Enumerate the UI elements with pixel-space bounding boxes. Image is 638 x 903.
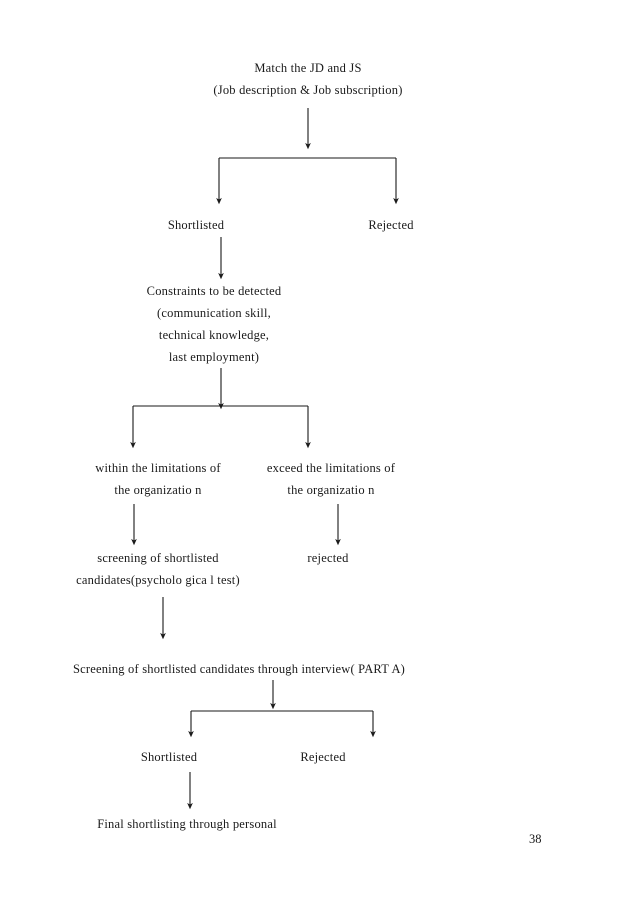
flow-node-line: Match the JD and JS	[254, 61, 362, 75]
flow-node-line: screening of shortlisted	[97, 551, 219, 565]
flow-node-line: candidates(psycholo gica l test)	[76, 573, 240, 587]
flow-node-shortlisted-2: Shortlisted	[141, 746, 197, 768]
flow-node-line: Final shortlisting through personal	[97, 817, 277, 831]
flow-node-final-shortlisting: Final shortlisting through personal	[97, 813, 277, 835]
flow-node-match: Match the JD and JS (Job description & Jo…	[213, 57, 402, 101]
flow-node-constraints: Constraints to be detected (communication…	[147, 280, 282, 368]
flow-node-line: (communication skill,	[157, 306, 271, 320]
flow-node-line: last employment)	[168, 350, 260, 364]
flow-node-line: Shortlisted	[140, 750, 198, 764]
flow-node-line: rejected	[307, 551, 349, 565]
flow-node-line: Rejected	[368, 218, 414, 232]
flow-node-line: within the limitations of	[95, 461, 221, 475]
flow-node-line: Screening of shortlisted candidates thro…	[72, 662, 406, 676]
flow-node-line: Constraints to be detected	[146, 284, 282, 298]
flow-node-rejected-2: rejected	[307, 547, 348, 569]
flow-node-screening-psych: screening of shortlisted candidates(psych…	[76, 547, 240, 591]
page-number: 38	[529, 832, 542, 846]
flow-node-line: exceed the limitations of	[266, 461, 396, 475]
flow-node-shortlisted-1: Shortlisted	[168, 214, 224, 236]
flow-node-within-limits: within the limitations of the organizatio…	[95, 457, 220, 501]
flow-node-line: technical knowledge,	[158, 328, 270, 342]
flow-node-line: (Job description & Job subscription)	[213, 83, 403, 97]
flow-node-interview-part-a: Screening of shortlisted candidates thro…	[73, 658, 405, 680]
flow-node-rejected-3: Rejected	[300, 746, 345, 768]
flow-node-line: the organizatio n	[287, 483, 375, 497]
flow-node-line: Rejected	[300, 750, 346, 764]
flow-node-line: the organizatio n	[114, 483, 202, 497]
flow-node-exceed-limits: exceed the limitations of the organizatio…	[267, 457, 395, 501]
flow-node-rejected-1: Rejected	[368, 214, 413, 236]
flow-node-line: Shortlisted	[167, 218, 225, 232]
